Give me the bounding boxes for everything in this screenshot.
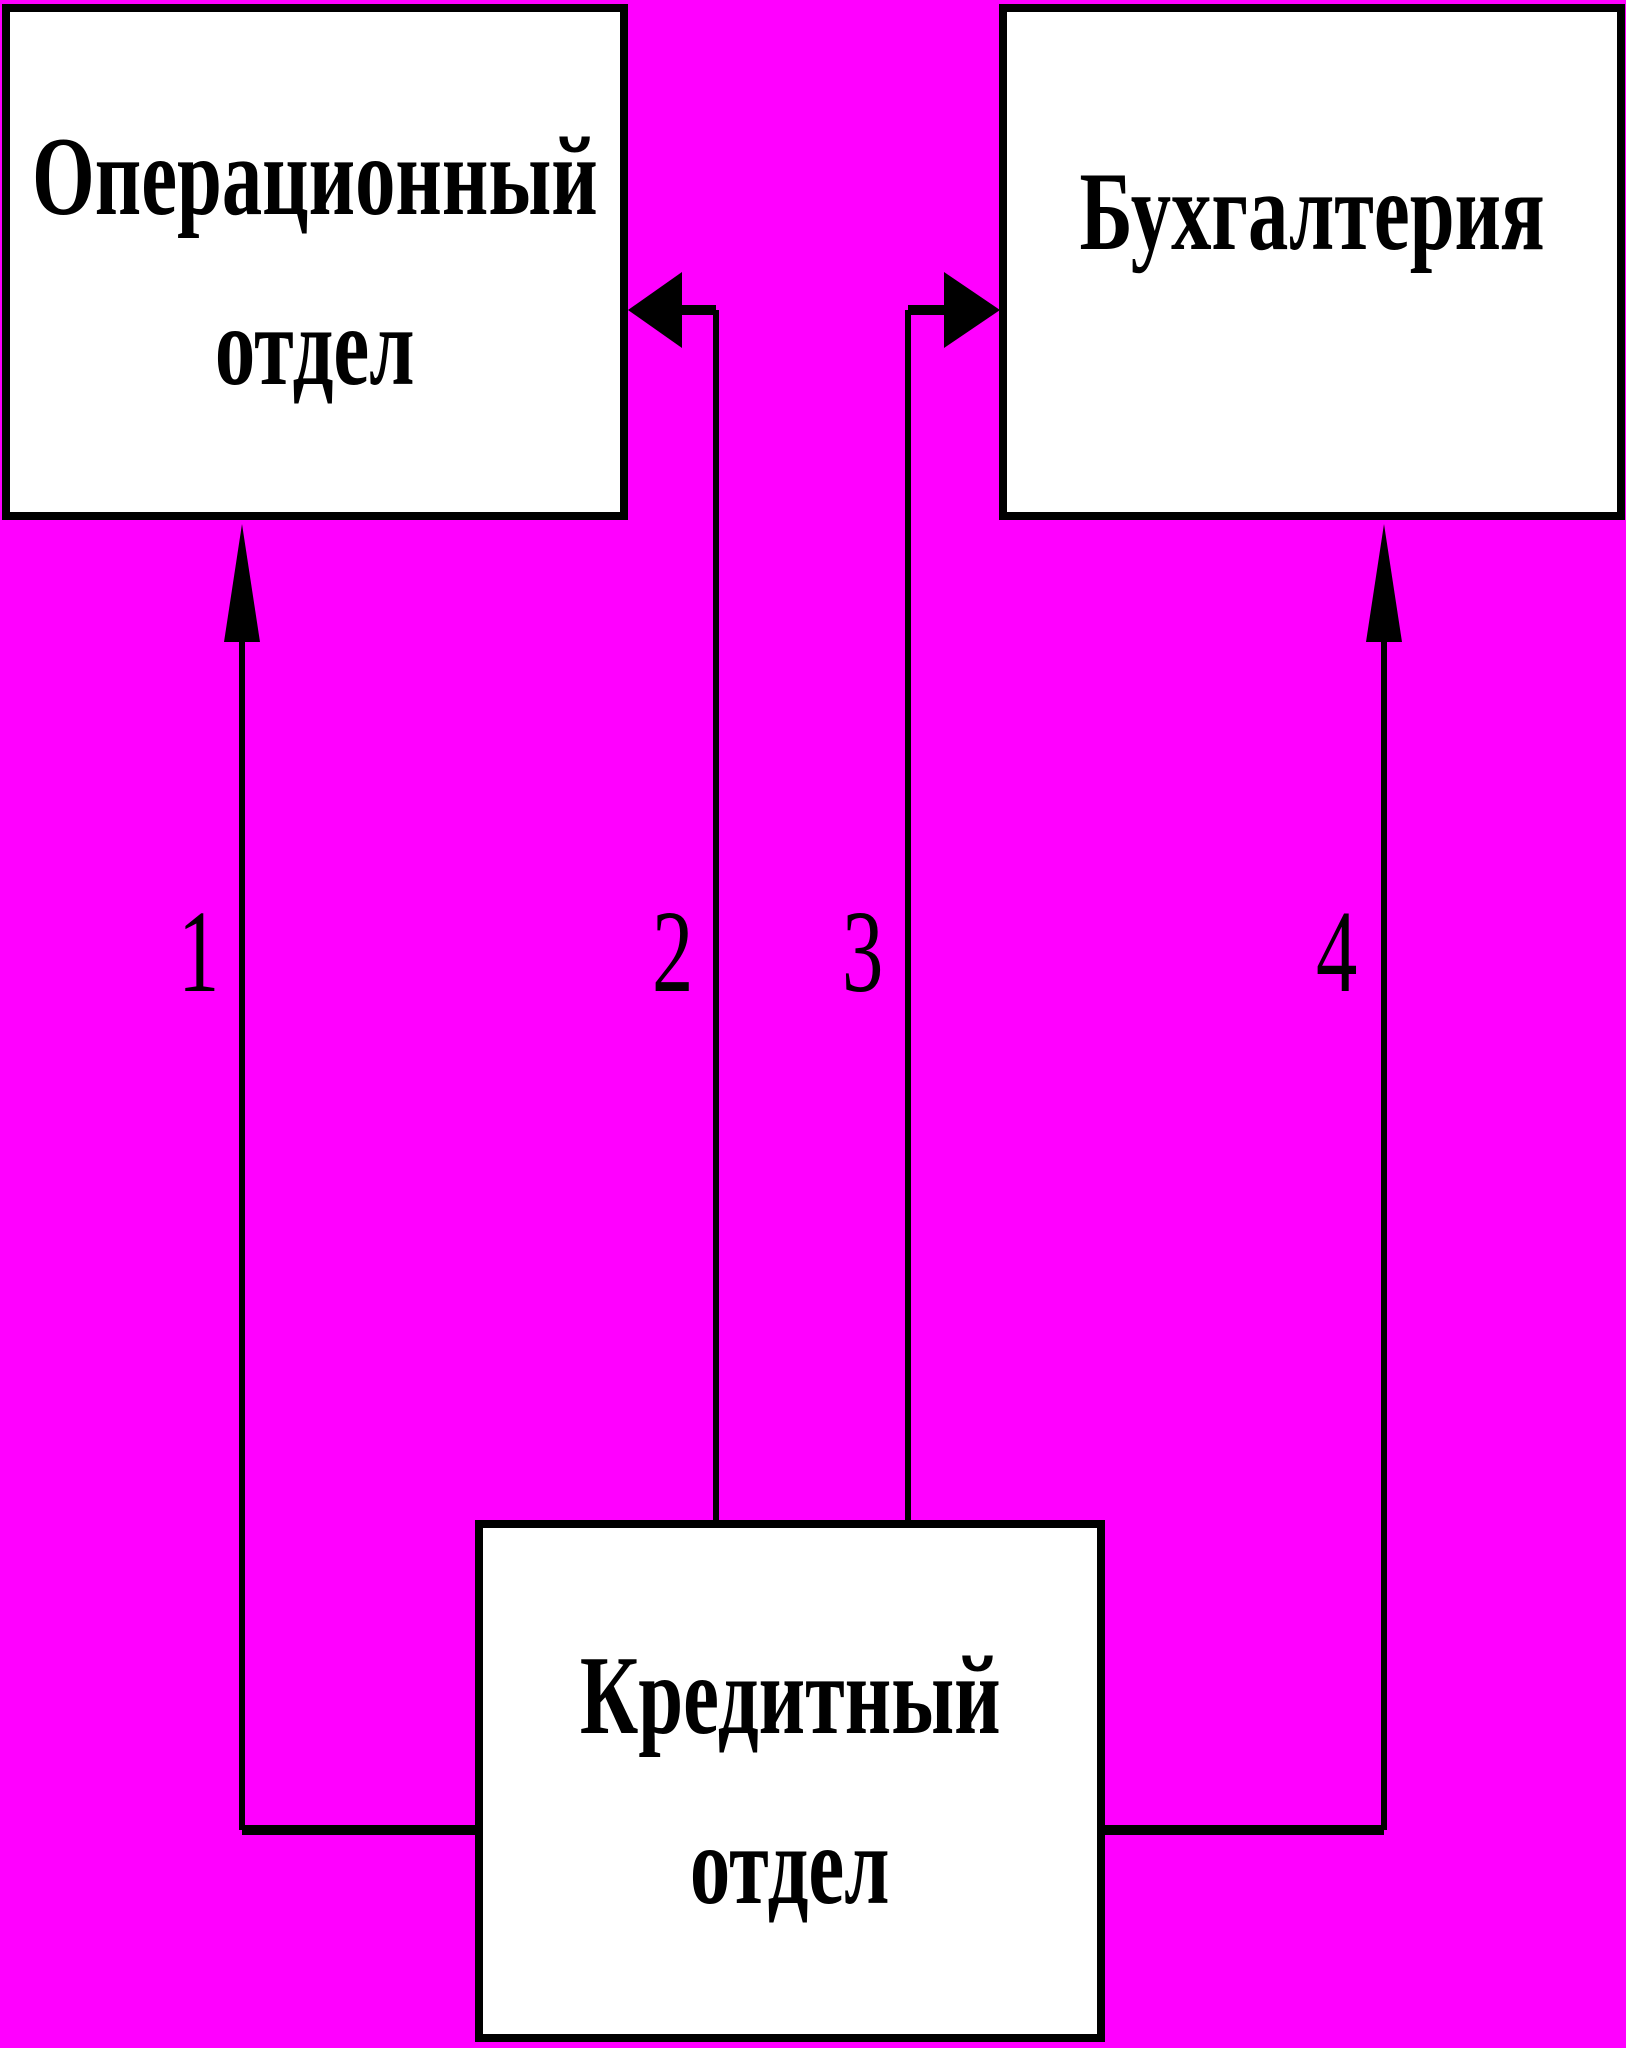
edge-1 xyxy=(224,524,477,1835)
operational-department-box: Операционный отдел xyxy=(2,4,628,520)
edge-label-3: 3 xyxy=(842,886,884,1017)
edge-1-arrowhead xyxy=(224,524,260,642)
edge-4 xyxy=(1103,524,1402,1835)
edge-3-arrowhead xyxy=(944,272,1000,348)
operational-department-label-line-2: отдел xyxy=(215,285,415,409)
edge-2 xyxy=(628,272,719,1522)
edge-label-1: 1 xyxy=(178,886,220,1017)
credit-department-label-line-1: Кредитный xyxy=(579,1634,1001,1758)
edge-4-arrowhead xyxy=(1366,524,1402,642)
edge-label-2: 2 xyxy=(652,886,694,1017)
accounting-department-label: Бухгалтерия xyxy=(1079,150,1545,274)
edge-3 xyxy=(905,272,1000,1522)
accounting-department-box: Бухгалтерия xyxy=(999,4,1625,520)
edge-2-arrowhead xyxy=(628,272,682,348)
edge-label-4: 4 xyxy=(1316,886,1358,1017)
operational-department-label-line-1: Операционный xyxy=(32,115,598,239)
credit-department-box: Кредитный отдел xyxy=(475,1520,1105,2042)
credit-department-label-line-2: отдел xyxy=(690,1804,890,1928)
